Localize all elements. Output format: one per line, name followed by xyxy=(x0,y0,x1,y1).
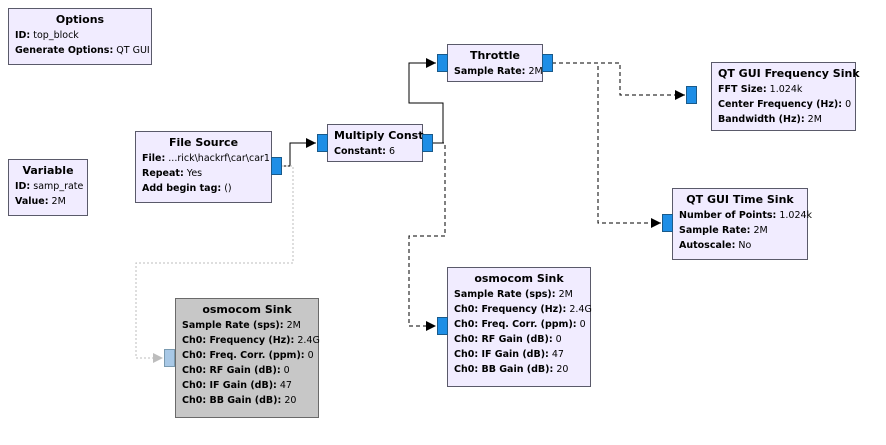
block-title: QT GUI Time Sink xyxy=(686,193,794,206)
file-source-out-port[interactable] xyxy=(271,157,282,175)
variable-block[interactable]: Variable ID: samp_rate Value: 2M xyxy=(8,159,88,216)
time-sink-in-port[interactable] xyxy=(662,214,673,232)
multiply-const-in-port[interactable] xyxy=(317,134,328,152)
param-row: Ch0: IF Gain (dB): 47 xyxy=(182,380,292,391)
osmocom-sink-block[interactable]: osmocom Sink Sample Rate (sps): 2M Ch0: … xyxy=(447,267,592,387)
param-row: Constant: 6 xyxy=(334,146,396,157)
block-title: Variable xyxy=(22,164,74,177)
block-title: osmocom Sink xyxy=(474,272,564,285)
param-row: Repeat: Yes xyxy=(142,168,203,179)
block-title: osmocom Sink xyxy=(202,303,292,316)
qt-gui-time-sink-block[interactable]: QT GUI Time Sink Number of Points: 1.024… xyxy=(672,188,813,260)
wire-multiply-const-to-osmocom-sink[interactable] xyxy=(408,142,446,331)
param-row: Sample Rate (sps): 2M xyxy=(454,289,573,300)
osmocom-sink-disabled-in-port[interactable] xyxy=(164,349,175,367)
multiply-const-out-port[interactable] xyxy=(422,134,433,152)
block-title: Options xyxy=(55,13,105,26)
param-row: Number of Points: 1.024k xyxy=(679,210,813,221)
qt-gui-frequency-sink-block[interactable]: QT GUI Frequency Sink FFT Size: 1.024k C… xyxy=(711,62,860,131)
param-row: Ch0: IF Gain (dB): 47 xyxy=(454,349,564,360)
param-row: Sample Rate: 2M xyxy=(454,66,543,77)
param-row: Add begin tag: () xyxy=(142,183,232,194)
param-row: Generate Options: QT GUI xyxy=(15,45,150,56)
param-row: Ch0: BB Gain (dB): 20 xyxy=(182,395,297,406)
param-row: Ch0: Frequency (Hz): 2.4G xyxy=(454,304,592,315)
block-title: Throttle xyxy=(469,49,521,62)
param-row: Ch0: Freq. Corr. (ppm): 0 xyxy=(182,350,314,361)
param-row: Bandwidth (Hz): 2M xyxy=(718,114,822,125)
param-row: ID: top_block xyxy=(15,30,79,41)
param-row: Value: 2M xyxy=(15,196,66,207)
param-row: ID: samp_rate xyxy=(15,181,84,192)
osmocom-sink-block-disabled[interactable]: osmocom Sink Sample Rate (sps): 2M Ch0: … xyxy=(175,298,320,418)
throttle-out-port[interactable] xyxy=(542,54,553,72)
throttle-block[interactable]: Throttle Sample Rate: 2M xyxy=(447,44,543,82)
param-row: Ch0: RF Gain (dB): 0 xyxy=(454,334,562,345)
param-row: Ch0: Freq. Corr. (ppm): 0 xyxy=(454,319,586,330)
param-row: Center Frequency (Hz): 0 xyxy=(718,99,852,110)
multiply-const-block[interactable]: Multiply Const Constant: 6 xyxy=(327,124,424,162)
block-title: QT GUI Frequency Sink xyxy=(718,67,860,80)
param-row: Ch0: RF Gain (dB): 0 xyxy=(182,365,290,376)
osmocom-sink-in-port[interactable] xyxy=(437,317,448,335)
wire-file-source-to-osmocom-sink-disabled[interactable] xyxy=(135,165,294,363)
param-row: Sample Rate: 2M xyxy=(679,225,768,236)
file-source-block[interactable]: File Source File: ...rick\hackrf\car\car… xyxy=(135,131,272,203)
wire-throttle-to-freq-sink[interactable] xyxy=(552,62,685,100)
param-row: Sample Rate (sps): 2M xyxy=(182,320,301,331)
freq-sink-in-port[interactable] xyxy=(686,86,697,104)
block-title: Multiply Const xyxy=(334,129,424,142)
param-row: Ch0: BB Gain (dB): 20 xyxy=(454,364,569,375)
throttle-in-port[interactable] xyxy=(437,54,448,72)
wire-throttle-to-time-sink[interactable] xyxy=(552,62,661,228)
block-title: File Source xyxy=(168,136,239,149)
wire-file-source-to-multiply-const[interactable] xyxy=(282,138,316,167)
param-row: Ch0: Frequency (Hz): 2.4G xyxy=(182,335,320,346)
param-row: Autoscale: No xyxy=(679,240,752,251)
param-row: File: ...rick\hackrf\car\car1 xyxy=(142,153,270,164)
options-block[interactable]: Options ID: top_block Generate Options: … xyxy=(8,8,152,65)
param-row: FFT Size: 1.024k xyxy=(718,84,803,95)
